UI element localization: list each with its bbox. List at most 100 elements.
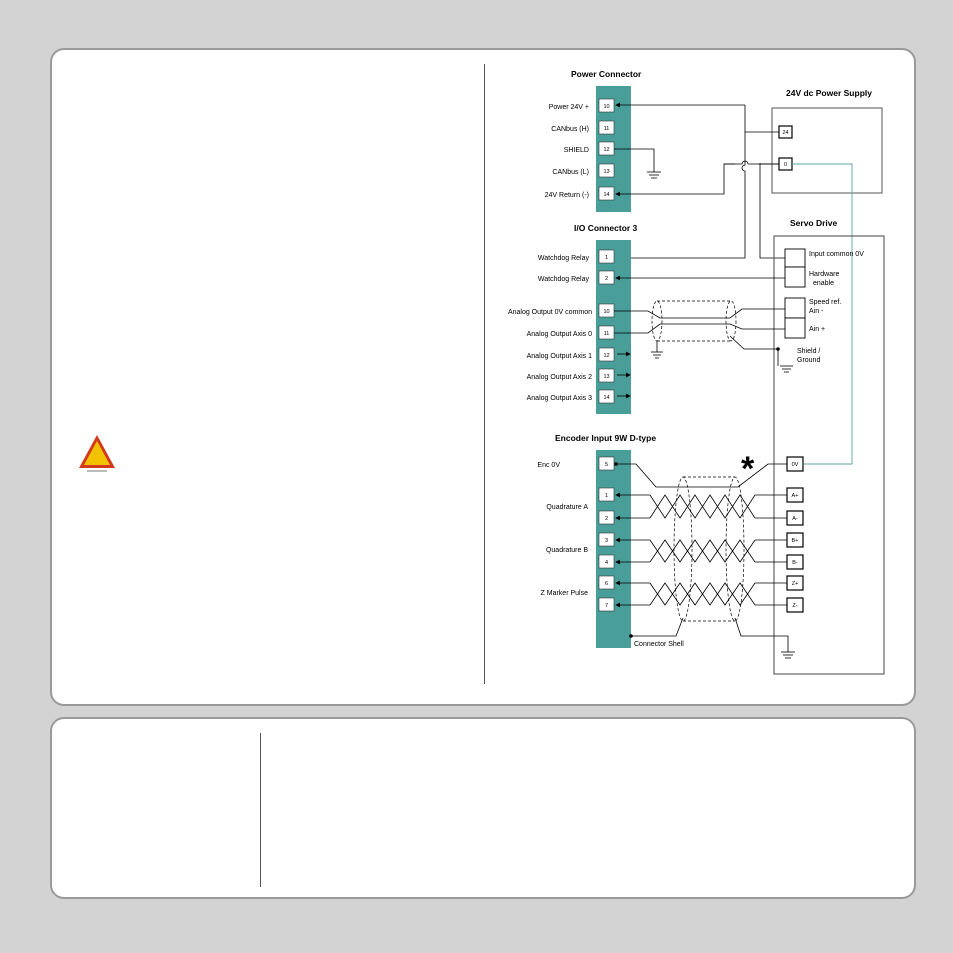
svg-text:24V Return (-): 24V Return (-) xyxy=(545,192,589,199)
svg-text:0: 0 xyxy=(784,162,787,168)
io-pin-2: 2 Watchdog Relay xyxy=(538,270,615,285)
svg-text:Analog Output Axis 2: Analog Output Axis 2 xyxy=(527,374,592,381)
shield-junction xyxy=(776,347,780,351)
servo-drive-title: Servo Drive xyxy=(790,218,838,228)
power-pin-13: 13 CANbus (L) xyxy=(552,163,615,178)
svg-text:A-: A- xyxy=(792,516,798,522)
encoder-pin-1: 1 xyxy=(598,487,615,502)
svg-text:14: 14 xyxy=(603,395,609,401)
svg-text:5: 5 xyxy=(605,462,608,468)
hardware-enable-label-1: Hardware xyxy=(809,271,839,278)
power-pin-14: 14 24V Return (-) xyxy=(545,186,615,201)
io-connector-title: I/O Connector 3 xyxy=(574,223,638,233)
svg-text:1: 1 xyxy=(605,493,608,499)
enc0v-junction xyxy=(614,462,618,466)
svg-text:Watchdog Relay: Watchdog Relay xyxy=(538,276,590,283)
svg-text:12: 12 xyxy=(603,147,609,153)
enc0v-label: Enc 0V xyxy=(537,462,560,469)
power-pin-11: 11 CANbus (H) xyxy=(551,120,615,135)
power-wires xyxy=(614,102,785,261)
svg-text:2: 2 xyxy=(605,276,608,282)
svg-text:CANbus (H): CANbus (H) xyxy=(551,126,589,133)
analog-wires xyxy=(614,308,793,373)
input-common-terminal xyxy=(784,248,806,268)
svg-text:A+: A+ xyxy=(792,493,799,499)
svg-text:CANbus (L): CANbus (L) xyxy=(552,169,589,176)
shield-label-2: Ground xyxy=(797,357,820,364)
svg-text:Watchdog Relay: Watchdog Relay xyxy=(538,255,590,262)
svg-text:B-: B- xyxy=(792,560,798,566)
encoder-pin-7: 7 xyxy=(598,597,615,612)
io-pin-13: 13 Analog Output Axis 2 xyxy=(527,368,615,383)
svg-text:Analog Output Axis 0: Analog Output Axis 0 xyxy=(527,331,592,338)
svg-text:Analog Output 0V common: Analog Output 0V common xyxy=(508,309,592,316)
ain-plus-terminal xyxy=(784,317,806,339)
encoder-shield xyxy=(673,476,745,622)
speed-ref-terminal xyxy=(784,297,806,319)
power-pin-10: 10 Power 24V + xyxy=(549,98,615,113)
input-common-label: Input common 0V xyxy=(809,251,864,258)
svg-text:Z-: Z- xyxy=(792,603,797,609)
encoder-pin-6: 6 xyxy=(598,575,615,590)
io-pin-1: 1 Watchdog Relay xyxy=(538,249,615,264)
svg-text:B+: B+ xyxy=(792,538,799,544)
speed-ref-label-2: Ain - xyxy=(809,308,824,315)
power-pin-12: 12 SHIELD xyxy=(564,141,615,156)
connector-shell-label: Connector Shell xyxy=(634,641,684,648)
svg-text:SHIELD: SHIELD xyxy=(564,147,589,154)
hardware-enable-terminal xyxy=(784,266,806,288)
svg-text:11: 11 xyxy=(604,331,610,337)
svg-text:Power 24V +: Power 24V + xyxy=(549,104,589,111)
servo-drive-box xyxy=(773,235,885,675)
svg-text:13: 13 xyxy=(603,374,609,380)
z-marker-label: Z Marker Pulse xyxy=(541,590,589,597)
io-pin-11: 11 Analog Output Axis 0 xyxy=(527,325,615,340)
encoder-pin-4: 4 xyxy=(598,554,615,569)
notes-divider xyxy=(260,733,261,887)
ain-plus-label: Ain + xyxy=(809,326,825,333)
warning-icon xyxy=(79,435,115,472)
encoder-pin-5: 5 xyxy=(598,456,615,471)
quadrature-a-label: Quadrature A xyxy=(546,504,588,511)
svg-text:1: 1 xyxy=(605,255,608,261)
encoder-drive-terminals: 0V A+ A- B+ B- Z+ Z- xyxy=(786,456,804,613)
analog-shield xyxy=(651,300,737,342)
svg-text:3: 3 xyxy=(605,538,608,544)
io-pin-10: 10 Analog Output 0V common xyxy=(508,303,615,318)
teal-wire xyxy=(792,163,853,465)
io-pin-12: 12 Analog Output Axis 1 xyxy=(527,347,615,362)
svg-text:10: 10 xyxy=(603,104,609,110)
shell-junction xyxy=(629,634,633,638)
speed-ref-label-1: Speed ref. xyxy=(809,299,841,306)
power-connector-title: Power Connector xyxy=(571,69,642,79)
encoder-connector-body xyxy=(596,450,631,648)
power-supply-box xyxy=(771,107,883,194)
left-divider xyxy=(484,64,485,684)
svg-text:11: 11 xyxy=(604,126,610,132)
hardware-enable-label-2: enable xyxy=(813,280,834,287)
svg-text:12: 12 xyxy=(603,353,609,359)
shield-label-1: Shield / xyxy=(797,348,820,355)
svg-text:14: 14 xyxy=(603,192,609,198)
svg-text:Analog Output Axis 1: Analog Output Axis 1 xyxy=(527,353,592,360)
svg-text:13: 13 xyxy=(603,169,609,175)
notes-panel xyxy=(50,717,916,899)
svg-text:6: 6 xyxy=(605,581,608,587)
encoder-pin-3: 3 xyxy=(598,532,615,547)
svg-text:2: 2 xyxy=(605,516,608,522)
encoder-wires xyxy=(615,463,795,659)
svg-text:4: 4 xyxy=(605,560,608,566)
svg-text:Z+: Z+ xyxy=(792,581,799,587)
svg-text:0V: 0V xyxy=(792,462,799,468)
io-pin-14: 14 Analog Output Axis 3 xyxy=(527,389,615,404)
encoder-pin-2: 2 xyxy=(598,510,615,525)
encoder-connector-title: Encoder Input 9W D-type xyxy=(555,433,656,443)
quadrature-b-label: Quadrature B xyxy=(546,547,588,554)
power-supply-title: 24V dc Power Supply xyxy=(786,88,872,98)
svg-text:10: 10 xyxy=(603,309,609,315)
io-output-arrows xyxy=(617,351,631,399)
note-asterisk: * xyxy=(741,450,755,488)
svg-text:7: 7 xyxy=(605,603,608,609)
svg-text:24: 24 xyxy=(782,130,788,136)
